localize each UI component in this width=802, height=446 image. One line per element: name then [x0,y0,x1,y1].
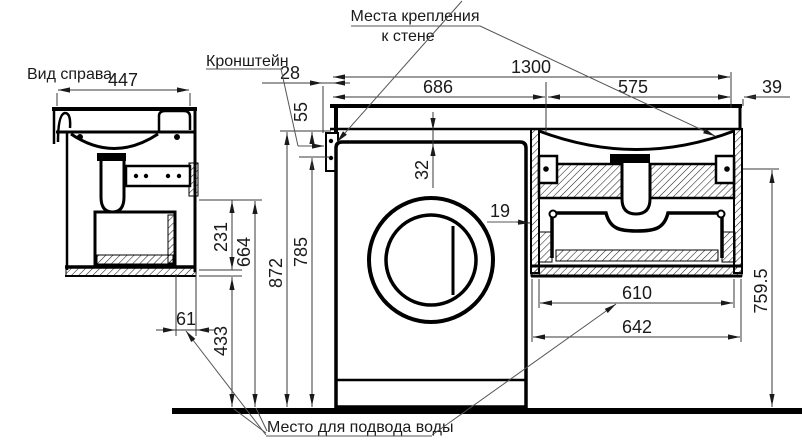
dim-447-value: 447 [108,70,138,90]
dim-686: 686 [333,77,547,133]
washing-machine [334,140,528,409]
annotations: Вид справа Кронштейн Места крепления к с… [27,0,716,437]
dim-231-value: 231 [211,222,231,252]
dim-39-value: 39 [762,77,782,97]
dim-642-value: 642 [622,317,652,337]
dim-1300: 1300 [333,57,732,108]
dim-32: 32 [412,112,436,188]
dim-28: 28 [262,63,350,133]
side-drain [97,153,126,161]
dim-39: 39 [717,77,790,106]
dim-19: 19 [487,201,531,225]
wall-mount-label-2: к стене [381,28,434,45]
dim-759-5-value: 759.5 [751,268,771,313]
dim-664: 664 [234,201,258,407]
view-right-label: Вид справа [27,66,112,83]
dim-1300-value: 1300 [511,57,551,77]
dim-642: 642 [531,279,742,342]
side-view-cabinet [52,107,199,277]
side-mount-rail [124,164,192,188]
dim-447: 447 [56,70,191,106]
dim-28-value: 28 [280,63,300,83]
water-supply-callout: Место для подвода воды [185,303,617,437]
dim-575-value: 575 [618,77,648,97]
side-siphon [99,161,126,214]
vanity-drain [610,154,650,163]
dim-872-value: 872 [266,258,286,288]
dim-32-value: 32 [412,160,432,180]
vanity-left-panel [530,128,540,274]
wall-mount-label-1: Места крепления [350,8,479,25]
dim-55-value: 55 [291,102,311,122]
dim-231: 231 [199,199,262,271]
dim-759-5: 759.5 [743,168,779,407]
floor-line [172,408,802,414]
dimensions: 447 1300 686 575 39 [56,57,790,407]
dim-610: 610 [538,279,735,308]
vanity-cabinet [530,128,743,278]
dim-686-value: 686 [423,77,453,97]
dim-785-value: 785 [291,237,311,267]
dim-610-value: 610 [622,283,652,303]
dim-872: 872 [266,130,300,407]
vanity-drawer [550,211,724,258]
dim-61-value: 61 [176,309,196,329]
dim-433: 433 [199,275,242,407]
wall-mount-callout: Места крепления к стене [336,0,716,143]
dim-433-value: 433 [211,326,231,356]
dim-575: 575 [548,77,730,100]
bracket-callout: Кронштейн [206,53,324,149]
water-supply-label: Место для подвода воды [267,419,453,436]
dim-785: 785 [291,158,315,407]
bracket-label: Кронштейн [206,53,289,70]
dim-19-value: 19 [490,201,510,221]
side-sink-bowl [70,132,159,150]
vanity-siphon [620,163,652,216]
dim-61: 61 [156,274,216,336]
dim-664-value: 664 [234,237,254,267]
washing-machine-door [367,196,495,324]
vanity-sink-bowl [538,129,735,151]
